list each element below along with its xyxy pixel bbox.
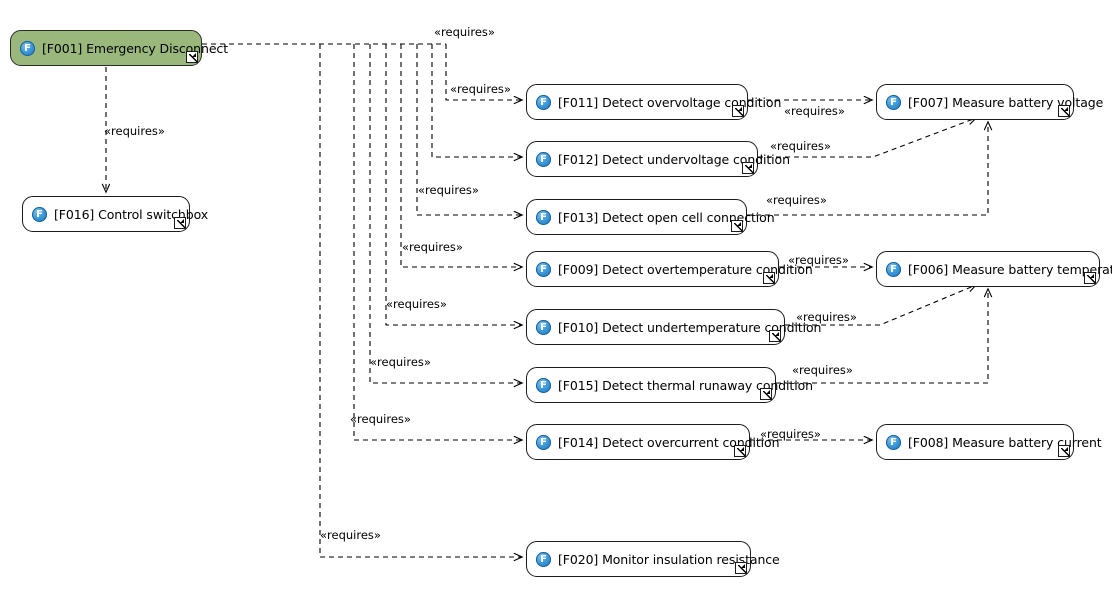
node-label: [F013] Detect open cell connection [558, 209, 775, 225]
node-f010[interactable]: F [F010] Detect undertemperature conditio… [526, 309, 821, 345]
node-label: [F016] Control switchbox [54, 206, 209, 222]
external-link-icon[interactable] [734, 445, 746, 457]
node-f016[interactable]: F [F016] Control switchbox [22, 196, 208, 232]
function-f-icon: F [536, 551, 551, 567]
node-label: [F014] Detect overcurrent condition [558, 434, 780, 450]
function-f-icon: F [536, 377, 551, 393]
node-f012[interactable]: F [F012] Detect undervoltage condition [526, 141, 790, 177]
edge-label-f001-f016: «requires» [104, 124, 165, 138]
external-link-icon[interactable] [742, 162, 754, 174]
node-f020[interactable]: F [F020] Monitor insulation resistance [526, 541, 780, 577]
node-label: [F001] Emergency Disconnect [42, 40, 228, 56]
function-f-icon: F [886, 261, 901, 277]
edge-label-f010-f006: «requires» [796, 310, 857, 324]
edge-label-f009-f006: «requires» [788, 253, 849, 267]
edge-label-f001-f015: «requires» [370, 355, 431, 369]
node-f007[interactable]: F [F007] Measure battery voltage [876, 84, 1103, 120]
node-f006[interactable]: F [F006] Measure battery temperature [876, 251, 1112, 287]
node-label: [F012] Detect undervoltage condition [558, 151, 790, 167]
external-link-icon[interactable] [1084, 272, 1096, 284]
edge-label-f015-f006: «requires» [792, 363, 853, 377]
external-link-icon[interactable] [732, 105, 744, 117]
edge-label-f001-f009: «requires» [402, 240, 463, 254]
node-label: [F010] Detect undertemperature condition [558, 319, 822, 335]
edge-label-f011-f007: «requires» [784, 104, 845, 118]
node-label: [F009] Detect overtemperature condition [558, 261, 813, 277]
node-f008[interactable]: F [F008] Measure battery current [876, 424, 1102, 460]
function-f-icon: F [536, 151, 551, 167]
function-f-icon: F [536, 209, 551, 225]
node-f015[interactable]: F [F015] Detect thermal runaway condition [526, 367, 813, 403]
edge-label-f001-f011: «requires» [434, 25, 495, 39]
node-f013[interactable]: F [F013] Detect open cell connection [526, 199, 775, 235]
function-f-icon: F [536, 94, 551, 110]
node-label: [F007] Measure battery voltage [908, 94, 1104, 110]
node-label: [F020] Monitor insulation resistance [558, 551, 780, 567]
edge-label-f001-f010: «requires» [386, 297, 447, 311]
node-label: [F006] Measure battery temperature [908, 261, 1112, 277]
node-f009[interactable]: F [F009] Detect overtemperature condition [526, 251, 813, 287]
edge-F001-F012 [431, 44, 522, 157]
node-label: [F015] Detect thermal runaway condition [558, 377, 813, 393]
edge-label-f013-f007: «requires» [766, 193, 827, 207]
edge-F001-F009 [400, 44, 522, 267]
external-link-icon[interactable] [1058, 105, 1070, 117]
node-f014[interactable]: F [F014] Detect overcurrent condition [526, 424, 779, 460]
function-f-icon: F [20, 40, 35, 56]
edge-label-f014-f008: «requires» [760, 427, 821, 441]
function-f-icon: F [536, 261, 551, 277]
node-label: [F011] Detect overvoltage condition [558, 94, 782, 110]
function-f-icon: F [32, 206, 47, 222]
node-label: [F008] Measure battery current [908, 434, 1102, 450]
function-f-icon: F [886, 94, 901, 110]
edge-label-f001-f020: «requires» [320, 528, 381, 542]
external-link-icon[interactable] [735, 562, 747, 574]
edge-label-f001-f012: «requires» [450, 82, 511, 96]
external-link-icon[interactable] [731, 220, 743, 232]
function-f-icon: F [536, 434, 551, 450]
external-link-icon[interactable] [763, 272, 775, 284]
edge-label-f012-f007: «requires» [770, 139, 831, 153]
edge-label-f001-f014: «requires» [350, 412, 411, 426]
function-f-icon: F [886, 434, 901, 450]
external-link-icon[interactable] [769, 330, 781, 342]
function-f-icon: F [536, 319, 551, 335]
node-f011[interactable]: F [F011] Detect overvoltage condition [526, 84, 781, 120]
edge-label-f001-f013: «requires» [418, 183, 479, 197]
external-link-icon[interactable] [1058, 445, 1070, 457]
external-link-icon[interactable] [186, 51, 198, 63]
external-link-icon[interactable] [174, 217, 186, 229]
external-link-icon[interactable] [760, 388, 772, 400]
node-f001[interactable]: F [F001] Emergency Disconnect [10, 30, 228, 66]
